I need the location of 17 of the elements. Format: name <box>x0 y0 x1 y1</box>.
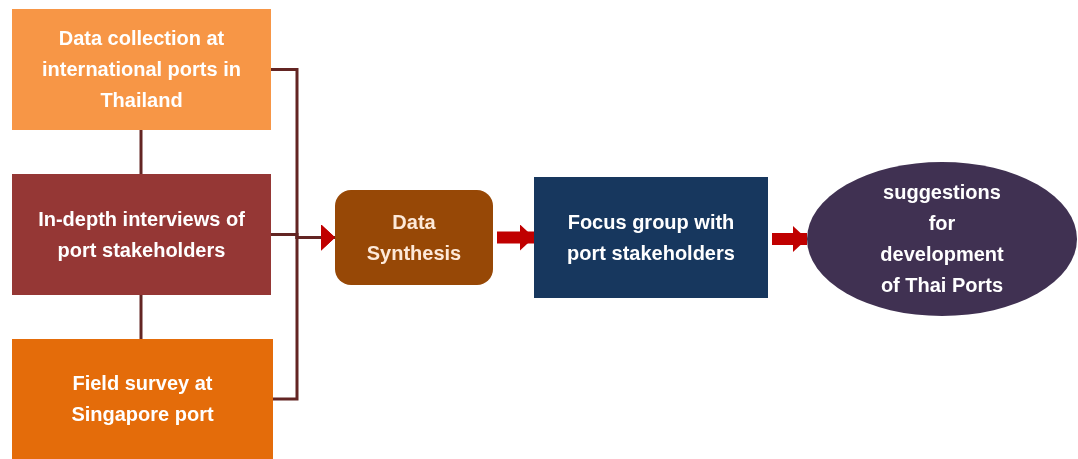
connector-line <box>139 130 143 174</box>
process-box <box>12 339 273 459</box>
node-label: Field survey at Singapore port <box>70 371 215 427</box>
process-box <box>335 190 493 285</box>
arrow <box>772 226 807 252</box>
arrow <box>497 224 534 251</box>
node-label: Data Synthesis <box>365 209 463 266</box>
node-label: Data collection at international ports in Thailand <box>41 26 242 113</box>
node-label: suggestions for development of Thai Ports <box>879 180 1005 298</box>
process-box <box>534 177 768 298</box>
process-box <box>12 174 271 295</box>
connector-line <box>139 295 143 339</box>
outcome-ellipse <box>807 162 1077 316</box>
node-label: In-depth interviews of port stakeholders <box>37 206 246 263</box>
node-label: Focus group with port stakeholders <box>566 209 736 266</box>
process-box <box>12 9 271 130</box>
arrow <box>273 224 335 401</box>
